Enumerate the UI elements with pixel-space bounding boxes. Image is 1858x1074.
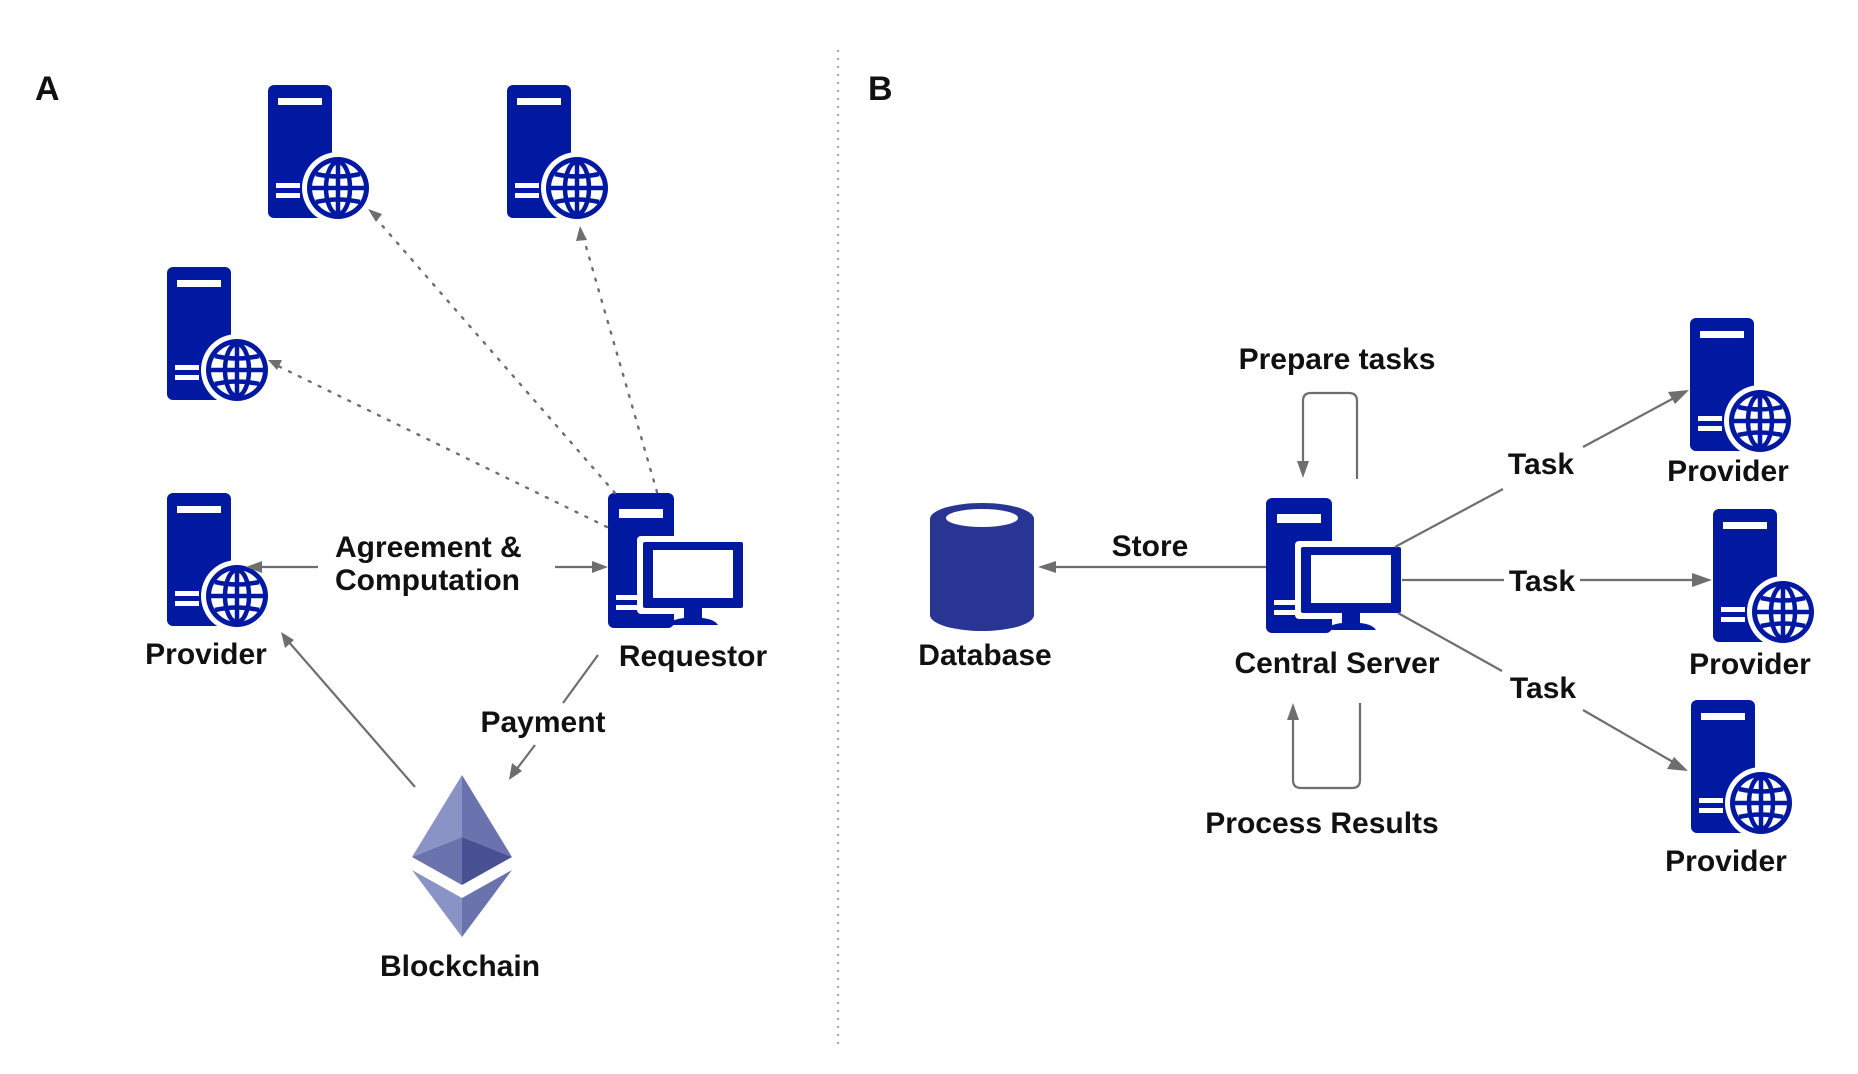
blockchain-ethereum-icon[interactable] [412, 775, 512, 937]
payment-label: Payment [480, 706, 605, 739]
arrowhead [509, 763, 522, 780]
task-arrow-top [1394, 488, 1504, 548]
provider-label: Provider [1667, 455, 1789, 488]
task-label: Task [1508, 448, 1574, 481]
prepare-tasks-label: Prepare tasks [1239, 343, 1436, 376]
task-label: Task [1510, 672, 1576, 705]
task-arrow-top [1582, 397, 1675, 448]
blockchain-label: Blockchain [380, 950, 540, 983]
database-label: Database [918, 639, 1051, 672]
arrowhead [1297, 461, 1309, 478]
central-server-label: Central Server [1234, 647, 1439, 680]
store-label: Store [1112, 530, 1189, 563]
process-results-loop [1291, 703, 1362, 790]
payment-arrow-top [562, 654, 599, 704]
provider-label: Provider [1665, 845, 1787, 878]
web-server-icon[interactable] [167, 267, 273, 406]
provider-server-icon[interactable] [1690, 318, 1796, 457]
arrowhead [1287, 703, 1299, 720]
payment-arrow-bottom [515, 744, 536, 771]
arrowhead [576, 226, 587, 241]
discovery-arrow [581, 234, 659, 494]
discovery-arrow [276, 364, 609, 529]
web-server-icon[interactable] [268, 85, 374, 224]
provider-server-icon[interactable] [167, 493, 273, 632]
task-label: Task [1509, 565, 1575, 598]
provider-server-icon[interactable] [1691, 700, 1797, 839]
panel-a-label: A [35, 70, 60, 108]
arrowhead [246, 561, 262, 573]
agreement-label-line1: Agreement & [335, 531, 522, 564]
task-arrow-bottom [1582, 709, 1674, 763]
blockchain-provider-arrow [287, 640, 416, 788]
process-results-label: Process Results [1205, 807, 1438, 840]
web-server-icon[interactable] [507, 85, 613, 224]
task-arrow-bottom [1397, 612, 1503, 672]
panel-a: A Provider Requestor Agreement & Computa… [35, 70, 768, 983]
arrowhead [281, 632, 294, 648]
provider-label: Provider [145, 638, 267, 671]
arrowhead [368, 209, 382, 222]
panel-b-label: B [868, 70, 893, 108]
requestor-label: Requestor [619, 640, 768, 673]
arrowhead [1667, 757, 1688, 771]
arrowhead [268, 360, 282, 370]
provider-server-icon[interactable] [1713, 509, 1819, 648]
provider-label: Provider [1689, 648, 1811, 681]
database-icon[interactable] [930, 503, 1034, 631]
prepare-tasks-loop [1301, 391, 1359, 479]
central-server-workstation-icon[interactable] [1266, 498, 1405, 634]
panel-b: B Database Central Server Store Prepare … [868, 70, 1819, 878]
requestor-workstation-icon[interactable] [608, 493, 747, 629]
arrowhead [1038, 561, 1056, 573]
arrowhead [592, 561, 608, 573]
arrowhead [1692, 573, 1712, 587]
agreement-label-line2: Computation [335, 564, 520, 597]
arrowhead [1668, 390, 1689, 404]
discovery-arrow [371, 213, 617, 495]
